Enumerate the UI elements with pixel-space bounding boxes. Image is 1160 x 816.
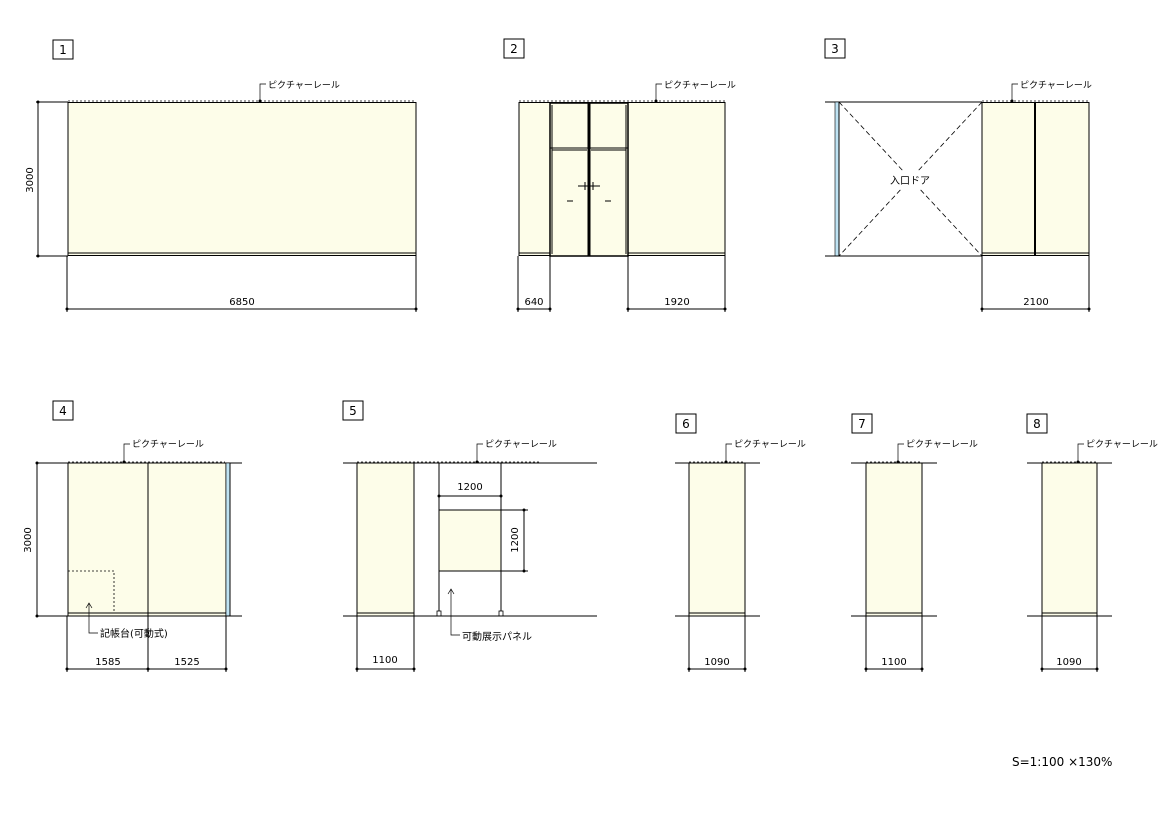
register-desk-label: 記帳台(可動式): [100, 627, 168, 640]
elevation-8: 8 ピクチャーレール 1090: [1026, 413, 1158, 672]
picture-rail-label: ピクチャーレール: [664, 80, 736, 91]
right-dimension: 1525: [174, 657, 199, 668]
elevation-number-box: [503, 38, 525, 59]
elevation-5: 5 ピクチャーレール 1200 1200 可動展示パネル: [342, 400, 597, 672]
picture-rail-label: ピクチャーレール: [734, 439, 806, 450]
elevation-6: 6 ピクチャーレール 1090: [675, 413, 806, 672]
elevation-4: 4 ピクチャーレール 記帳台(可動式) 3000 1585 1525: [23, 400, 242, 672]
elevation-number: 7: [858, 417, 866, 431]
movable-panel: [436, 463, 504, 617]
width-dimension: 1100: [372, 655, 397, 666]
elevation-number-box: [342, 400, 364, 421]
elevation-number-box: [52, 400, 74, 421]
elevation-number-box: [851, 413, 873, 434]
elevation-number-box: [675, 413, 697, 434]
picture-rail-label: ピクチャーレール: [485, 439, 557, 450]
double-door: [549, 102, 629, 257]
picture-rail-label: ピクチャーレール: [268, 80, 340, 91]
panel-height-dimension: 1200: [510, 527, 521, 552]
glass-edge: [225, 462, 231, 617]
entrance-door-label: 入口ドア: [890, 176, 930, 187]
wall-panel: [67, 462, 227, 617]
wall-panel: [1041, 462, 1098, 617]
elevation-number: 5: [349, 404, 357, 418]
wall-panel: [865, 462, 923, 617]
picture-rail-label: ピクチャーレール: [906, 439, 978, 450]
wall-panel: [688, 462, 746, 617]
picture-rail-label: ピクチャーレール: [1086, 439, 1158, 450]
height-dimension: 3000: [25, 167, 36, 192]
elevation-number: 3: [831, 42, 839, 56]
elevation-number: 4: [59, 404, 67, 418]
wall-panel: [67, 102, 417, 256]
width-dimension: 1090: [1056, 657, 1081, 668]
elevation-number: 1: [59, 43, 67, 57]
width-dimension: 1090: [704, 657, 729, 668]
elevation-7: 7 ピクチャーレール 1100: [851, 413, 978, 672]
panel-width-dimension: 1200: [457, 482, 482, 493]
height-dimension: 3000: [23, 527, 34, 552]
right-dimension: 2100: [1023, 297, 1048, 308]
leader-line: [259, 83, 266, 101]
register-desk-outline: [68, 570, 115, 613]
scale-label: S=1:100 ×130%: [1012, 755, 1112, 769]
width-dimension: 6850: [229, 297, 254, 308]
elevation-1: 1 ピクチャーレール 3000 6850: [25, 39, 418, 312]
movable-panel-label: 可動展示パネル: [462, 630, 532, 643]
elevation-number-box: [1026, 413, 1048, 434]
elevation-number: 8: [1033, 417, 1041, 431]
elevation-number-box: [824, 38, 846, 59]
width-dimension: 1100: [881, 657, 906, 668]
glass-edge: [834, 101, 840, 257]
elevation-number: 2: [510, 42, 518, 56]
picture-rail-label: ピクチャーレール: [1020, 80, 1092, 91]
right-dimension: 1920: [664, 297, 689, 308]
wall-panel: [356, 462, 415, 617]
left-dimension: 1585: [95, 657, 120, 668]
elevation-3: 3 ピクチャーレール 入口ドア 2100: [824, 38, 1092, 312]
elevation-2: 2 ピクチャーレール: [503, 38, 736, 312]
left-dimension: 640: [524, 297, 543, 308]
elevation-number: 6: [682, 417, 690, 431]
elevation-number-box: [52, 39, 74, 60]
picture-rail-label: ピクチャーレール: [132, 439, 204, 450]
